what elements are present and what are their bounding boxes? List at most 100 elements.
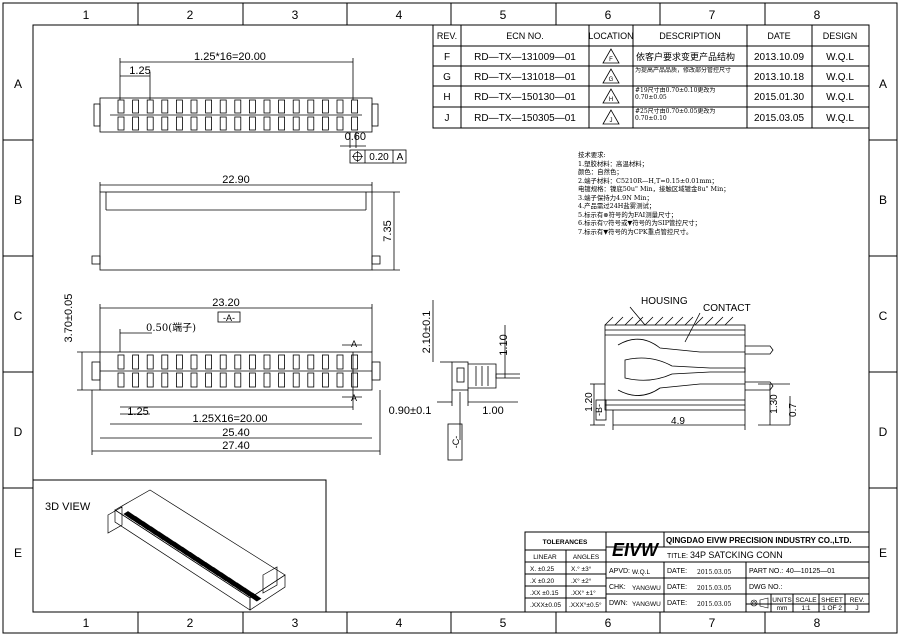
pin-top bbox=[132, 354, 140, 370]
scale-label: SCALE bbox=[795, 597, 817, 604]
pin-top bbox=[205, 354, 213, 370]
pin-top bbox=[263, 99, 271, 114]
tolerances-header: TOLERANCES bbox=[543, 539, 588, 546]
units-label: UNITS bbox=[772, 597, 792, 604]
col-label: 7 bbox=[709, 8, 716, 22]
angle-tol: .XXX°±0.5° bbox=[569, 601, 602, 609]
revision-table: REV. ECN NO. LOCATION DESCRIPTION DATE D… bbox=[432, 24, 870, 129]
pin-bottom bbox=[336, 372, 344, 388]
title-block: TOLERANCES LINEAR ANGLES X. ±0.25 X.° ±3… bbox=[524, 531, 870, 613]
pin-bottom bbox=[234, 372, 242, 388]
dim-section-len: 4.9 bbox=[671, 416, 685, 427]
pin-top bbox=[234, 99, 242, 114]
section-a-top: A bbox=[351, 339, 357, 349]
date-value: 2015.03.05 bbox=[697, 601, 732, 608]
pin-top bbox=[307, 354, 315, 370]
col-label: 3 bbox=[292, 8, 299, 22]
date-cell: 2013.10.09 bbox=[754, 52, 804, 63]
pin-bottom bbox=[161, 116, 169, 131]
body-view bbox=[91, 182, 400, 271]
pin-bottom bbox=[307, 372, 315, 388]
col-label: 5 bbox=[500, 8, 507, 22]
pin-bottom bbox=[190, 116, 198, 131]
note-line: 6.标示有▽符号或▼符号的为SIP管控尺寸； bbox=[578, 219, 701, 227]
dim-overall-2: 27.40 bbox=[222, 440, 250, 452]
pin-bottom bbox=[292, 372, 300, 388]
row-label: B bbox=[14, 193, 22, 207]
note-line: 1.塑胶材料：高温材料； bbox=[578, 159, 649, 168]
row-label: E bbox=[879, 546, 887, 560]
location-cell: H bbox=[609, 97, 613, 103]
dim-overall-1: 25.40 bbox=[222, 427, 250, 439]
ecn-cell: RD—TX—131009—01 bbox=[474, 52, 576, 63]
pin-top bbox=[263, 354, 271, 370]
pin-top bbox=[278, 354, 286, 370]
note-line: 颜色：自然色； bbox=[578, 168, 623, 176]
date-label: DATE: bbox=[667, 568, 687, 575]
sheet-label: SHEET bbox=[821, 597, 843, 604]
chk-label: CHK: bbox=[609, 584, 626, 591]
dim-side-small: 1.10 bbox=[498, 334, 510, 355]
pin-bottom bbox=[117, 116, 125, 131]
dim-contact-width: 0.50(端子) bbox=[146, 321, 196, 334]
technical-notes: 技术要求: 1.塑胶材料：高温材料； 颜色：自然色； 2.端子材料：C5210R… bbox=[578, 151, 808, 236]
pin-top bbox=[321, 99, 329, 114]
pin-bottom bbox=[146, 116, 154, 131]
pin-bottom bbox=[132, 372, 140, 388]
scale-value: 1:1 bbox=[801, 605, 810, 612]
pin-top bbox=[248, 354, 256, 370]
design-cell: W.Q.L bbox=[826, 52, 854, 63]
dim-top-pitch: 1.25 bbox=[129, 65, 150, 77]
title-value: 34P SATCKING CONN bbox=[690, 550, 783, 560]
dim-side-len: 1.00 bbox=[482, 405, 503, 417]
notes-title: 技术要求: bbox=[578, 151, 606, 159]
row-labels: A B C D E A B C D E bbox=[14, 77, 888, 560]
pin-top bbox=[117, 354, 125, 370]
angle-tol: .X° ±2° bbox=[571, 577, 592, 585]
col-label: 7 bbox=[709, 616, 716, 630]
row-label: E bbox=[14, 546, 22, 560]
dim-front-pitch-total: 1.25X16=20.00 bbox=[193, 413, 268, 425]
pin-bottom bbox=[351, 116, 359, 131]
side-view bbox=[432, 300, 520, 461]
row-label: B bbox=[879, 193, 887, 207]
row-label: D bbox=[14, 425, 23, 439]
design-cell: W.Q.L bbox=[826, 72, 854, 83]
row-label: D bbox=[879, 425, 888, 439]
dim-section-h2: 1.30 bbox=[769, 394, 780, 414]
location-cell: G bbox=[609, 77, 614, 83]
ecn-cell: RD—TX—150305—01 bbox=[474, 113, 576, 124]
pin-bottom bbox=[175, 116, 183, 131]
pin-bottom bbox=[263, 372, 271, 388]
apvd-label: APVD: bbox=[609, 568, 630, 575]
dim-side-height: 2.10±0.1 bbox=[421, 311, 433, 354]
col-label: 2 bbox=[187, 8, 194, 22]
grid-ticks bbox=[3, 3, 897, 633]
row-label: A bbox=[14, 77, 22, 91]
front-view bbox=[77, 304, 381, 455]
projection-symbol-icon bbox=[750, 597, 769, 609]
pin-top bbox=[307, 99, 315, 114]
description-cell: #19尺寸由0.70±0.10更改为0.70±0.05 bbox=[635, 87, 716, 101]
revision-triangle-icon: F G H J bbox=[602, 48, 620, 125]
pin-top bbox=[336, 354, 344, 370]
dim-top-pitch-total: 1.25*16=20.00 bbox=[194, 51, 266, 63]
sheet-value: 1 OF 2 bbox=[822, 605, 842, 612]
pin-bottom bbox=[146, 372, 154, 388]
col-label: 1 bbox=[83, 616, 90, 630]
location-header: LOCATION bbox=[588, 31, 633, 41]
pin-bottom bbox=[321, 116, 329, 131]
dim-top-width: 0.60 bbox=[345, 131, 366, 143]
pin-bottom bbox=[278, 116, 286, 131]
chk-value: YANGWU bbox=[632, 585, 661, 592]
dim-front-pitch: 1.25 bbox=[127, 406, 148, 418]
pin-top bbox=[132, 99, 140, 114]
part-no-value: 40—10125—01 bbox=[786, 568, 835, 575]
description-cell: 为提高产品品质，修改部分管控尺寸 bbox=[635, 67, 732, 74]
note-line: 3.端子保持力4.9N Min； bbox=[578, 193, 653, 202]
pin-top bbox=[146, 99, 154, 114]
top-view bbox=[93, 58, 379, 148]
pin-top bbox=[205, 99, 213, 114]
rev-header: REV. bbox=[437, 31, 457, 41]
ecn-header: ECN NO. bbox=[506, 31, 544, 41]
